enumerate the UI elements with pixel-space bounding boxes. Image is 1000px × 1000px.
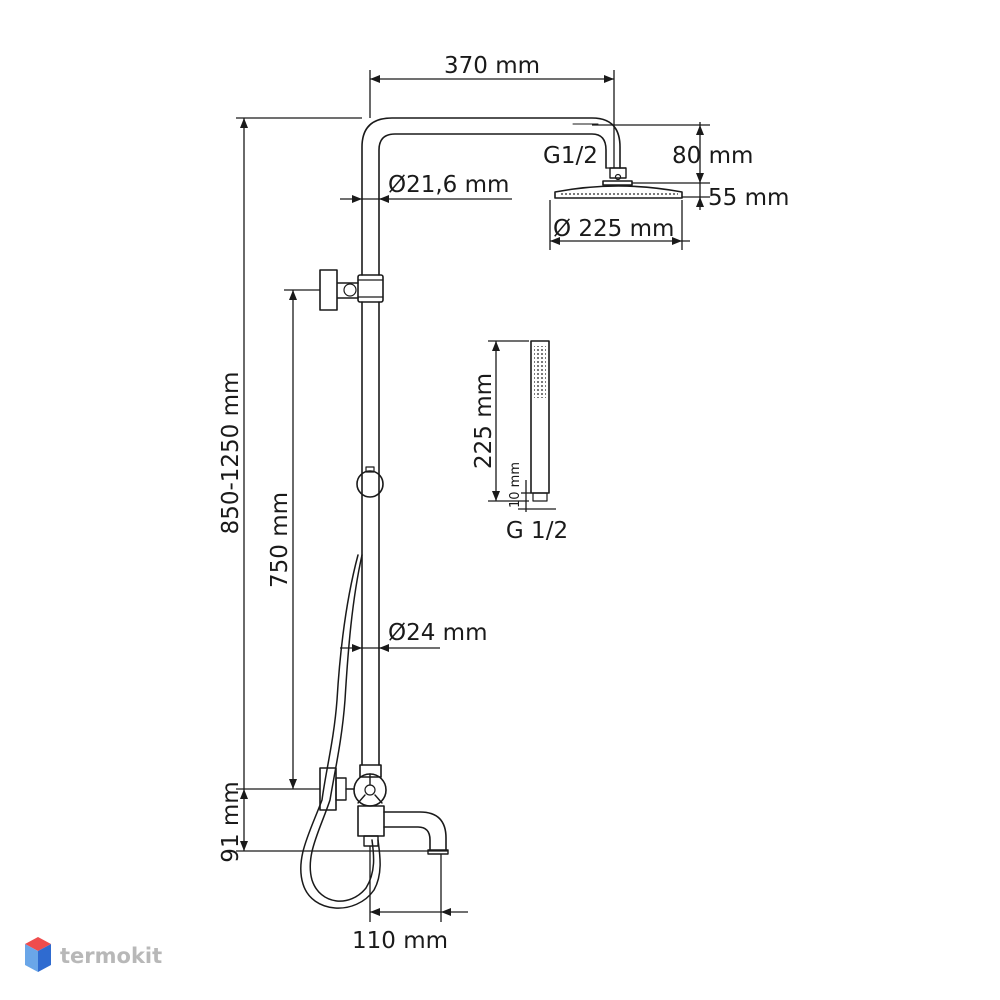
- label-thread-hand: G 1/2: [506, 518, 568, 544]
- termokit-logo: termokit: [25, 937, 162, 972]
- label-pipe-diameter-top: Ø21,6 mm: [388, 172, 509, 198]
- slider-connector: [357, 274, 384, 303]
- wall-bracket-top: [319, 269, 359, 311]
- logo-cube-right: [38, 944, 51, 972]
- label-thread-head: G1/2: [543, 143, 598, 169]
- logo-cube-left: [25, 944, 38, 972]
- label-mixer-to-holder: 750 mm: [267, 492, 293, 588]
- label-width-top: 370 mm: [444, 53, 540, 79]
- mixer: [319, 764, 387, 847]
- label-outlet-height: 80 mm: [672, 143, 753, 169]
- hose: [309, 554, 375, 902]
- label-mixer-height: 91 mm: [218, 781, 244, 862]
- hand-shower: [530, 340, 550, 502]
- label-hand-shower-length: 225 mm: [471, 373, 497, 469]
- label-hand-thread-length: 10 mm: [508, 462, 523, 508]
- bath-spout: [383, 811, 447, 851]
- dimension-lines: [236, 70, 710, 922]
- height-lock-knob: [356, 470, 384, 498]
- logo-text: termokit: [60, 944, 162, 968]
- label-head-diameter: Ø 225 mm: [553, 216, 674, 242]
- label-pipe-diameter-bottom: Ø24 mm: [388, 620, 488, 646]
- label-spout-length: 110 mm: [352, 928, 448, 954]
- label-head-thickness: 55 mm: [708, 185, 789, 211]
- upper-pipe: [361, 117, 621, 276]
- dimension-labels: 370 mm 80 mm G1/2 Ø21,6 mm 55 mm Ø 225 m…: [218, 53, 789, 954]
- label-total-height: 850-1250 mm: [218, 372, 244, 535]
